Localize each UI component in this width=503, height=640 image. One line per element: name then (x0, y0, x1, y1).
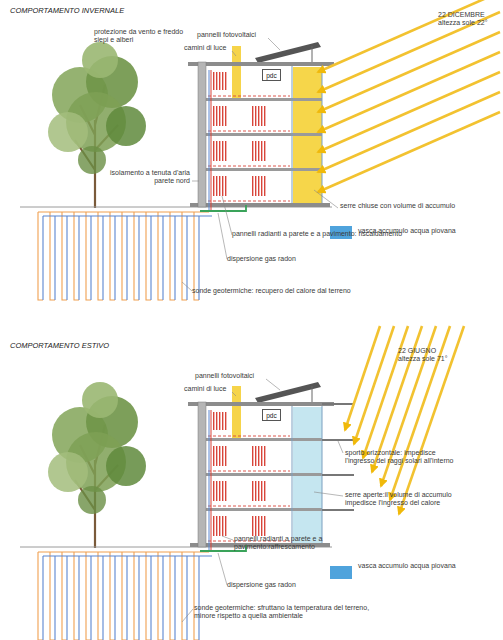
callout-label: serre chiuse con volume di accumulo (340, 202, 500, 210)
callout-label: sonde geotermiche: recupero del calore d… (192, 287, 412, 295)
box-label: pdc (266, 72, 276, 79)
summer-section (20, 326, 464, 640)
geothermal-probes (38, 212, 212, 300)
callout-label: dispersione gas radon (227, 255, 327, 263)
section-heading: COMPORTAMENTO ESTIVO (10, 341, 210, 350)
sun-angle-label: 22 DICEMBRE altezza sole 22° (438, 11, 500, 28)
callout-label: camini di luce (184, 385, 244, 393)
tree (48, 42, 146, 208)
callout-label: vasca accumulo acqua piovana (358, 227, 498, 235)
callout-label: pannelli radianti a parete e a pavimento… (234, 535, 334, 552)
building-section (20, 382, 352, 579)
heat-pump-box: pdc (262, 409, 281, 421)
winter-section (20, 0, 500, 300)
callout-label: pannelli fotovoltaici (197, 31, 287, 39)
sun-rays (318, 0, 500, 192)
section-heading: COMPORTAMENTO INVERNALE (10, 6, 210, 15)
sun-rays (345, 326, 464, 514)
callout-label: sonde geotermiche: sfruttano la temperat… (194, 604, 386, 621)
callout-label: protezione da vento e freddo siepi e alb… (94, 28, 198, 45)
tree (48, 382, 146, 548)
callout-label: camini di luce (184, 44, 244, 52)
box-label: pdc (266, 412, 276, 419)
heat-pump-box: pdc (262, 69, 281, 81)
callout-label: vasca accumulo acqua piovana (358, 562, 498, 570)
callout-label: isolamento a tenuta d'aria parete nord (98, 169, 190, 186)
callout-label: dispersione gas radon (227, 581, 327, 589)
callout-label: pannelli fotovoltaici (195, 372, 285, 380)
geothermal-probes (38, 552, 212, 640)
leader-lines (182, 379, 343, 622)
callout-label: sporto orizzontale: impedisce l'ingresso… (345, 449, 457, 466)
building-section (20, 42, 352, 239)
sun-angle-label: 22 GIUGNO altezza sole 71° (398, 347, 456, 364)
callout-label: serre aperte:il volume di accumulo imped… (345, 491, 473, 508)
leader-lines (182, 38, 338, 291)
